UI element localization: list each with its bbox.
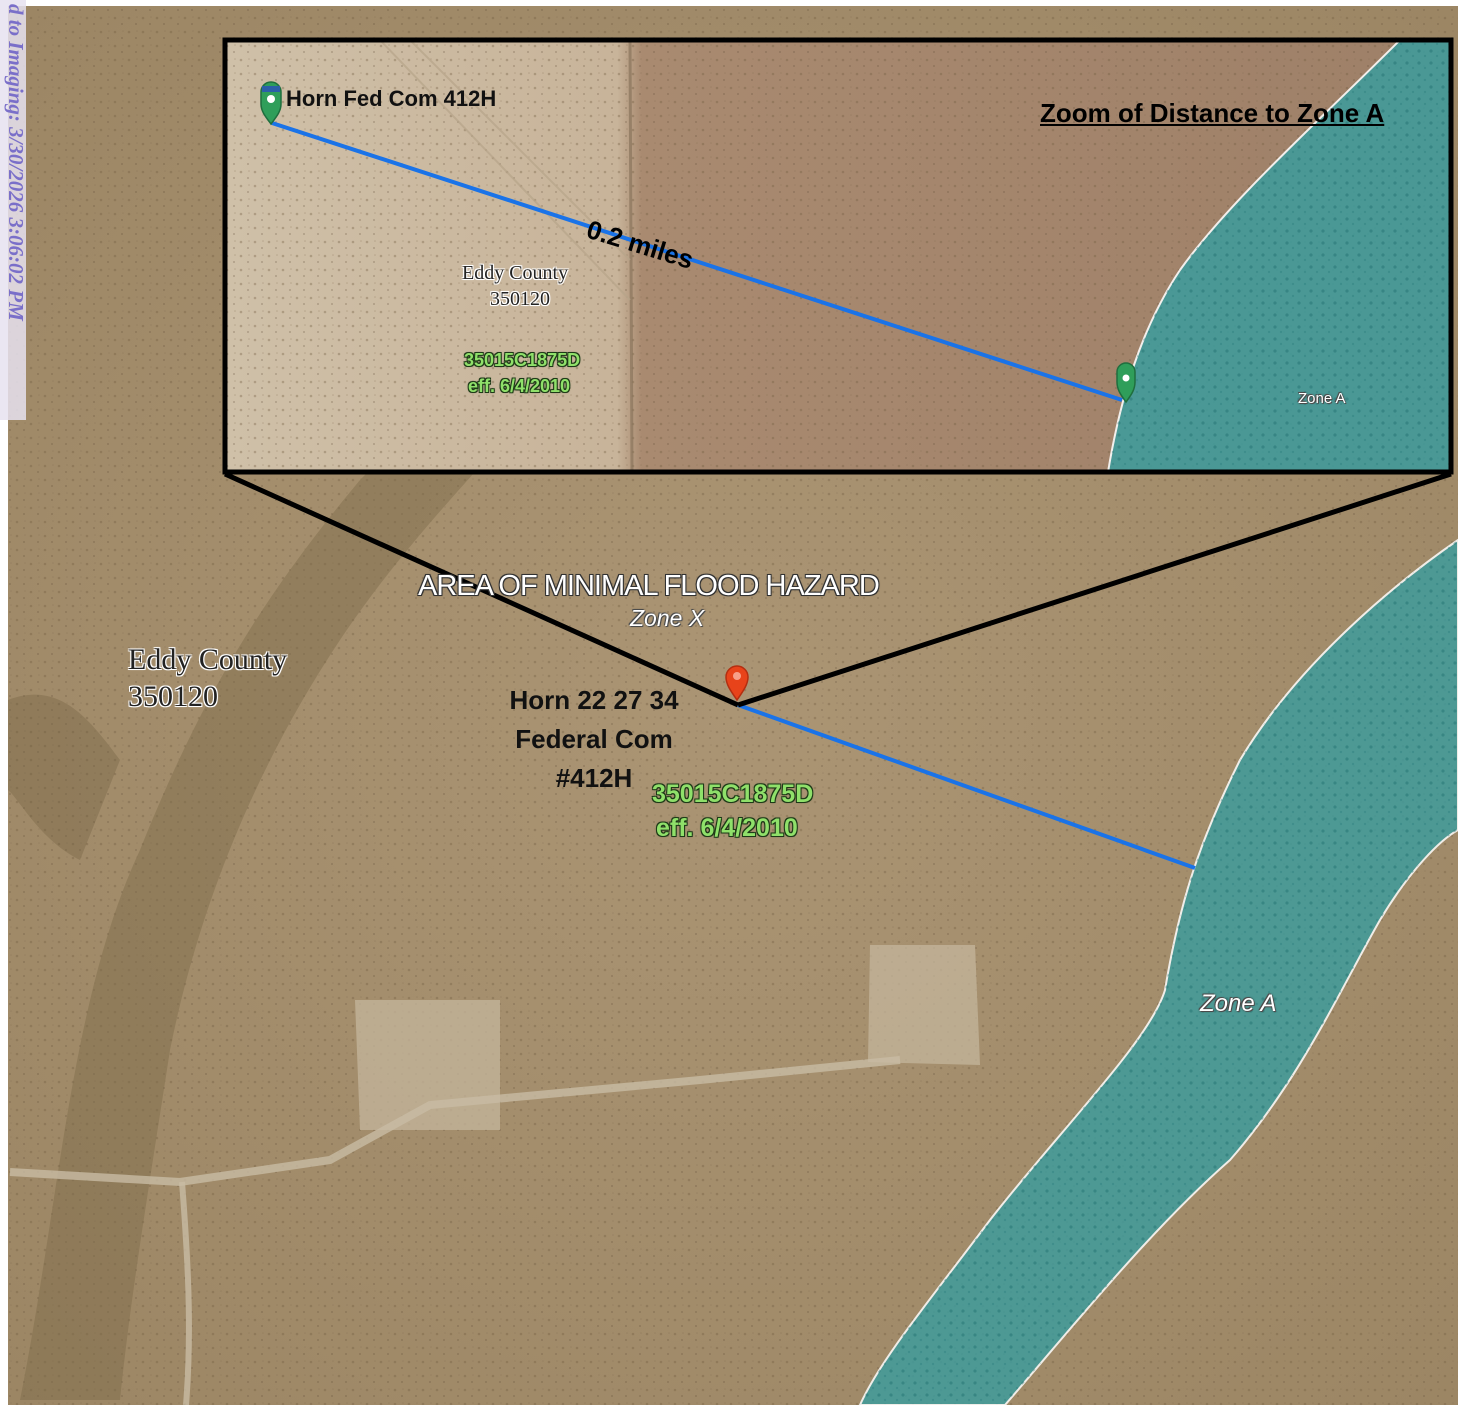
well-name-line1: Horn 22 27 34 — [509, 685, 679, 715]
map-pin-icon[interactable] — [725, 665, 749, 702]
hazard-area-label: AREA OF MINIMAL FLOOD HAZARD — [418, 570, 880, 602]
callout-line-left — [223, 471, 740, 708]
inset-zone-a-label: Zone A — [1298, 390, 1346, 407]
inset-zone-a-texture — [1108, 40, 1451, 472]
vegetation-band — [20, 330, 600, 1400]
inset-county-code: 350120 — [490, 288, 550, 310]
well-name-line2: Federal Com — [515, 724, 673, 754]
inset-track — [409, 40, 631, 261]
inset-border — [222, 37, 1454, 475]
lease-road — [179, 1181, 192, 1405]
main-panel-date: eff. 6/4/2010 — [656, 814, 798, 842]
imaging-stamp-text: d to Imaging: 3/30/2026 3:06:02 PM — [4, 4, 26, 321]
inset-county-name: Eddy County — [462, 262, 569, 284]
inset-title: Zoom of Distance to Zone A — [1040, 98, 1385, 128]
main-zone-a-label: Zone A — [1200, 990, 1277, 1017]
inset-fence-line — [628, 40, 634, 472]
inset-distance-line — [271, 121, 1123, 402]
well-pad — [355, 1000, 500, 1130]
main-county-name: Eddy County — [128, 643, 288, 676]
well-name-label: Horn 22 27 34 Federal Com #412H — [486, 681, 702, 798]
main-panel-id: 35015C1875D — [652, 780, 814, 808]
zone-x-label: Zone X — [630, 605, 705, 631]
zoom-inset — [225, 40, 1451, 472]
inset-well-label: Horn Fed Com 412H — [286, 86, 497, 111]
well-pad — [868, 945, 980, 1065]
map-pin-icon[interactable] — [260, 81, 282, 126]
callout-line-right — [737, 471, 1452, 708]
inset-panel-id: 35015C1875D — [464, 350, 581, 370]
main-county-code: 350120 — [128, 680, 218, 713]
zone-a-texture — [860, 540, 1458, 1405]
distance-measure-line — [737, 703, 1196, 870]
well-name-line3: #412H — [555, 763, 633, 793]
vegetation-patch — [8, 694, 120, 860]
imaging-stamp: d to Imaging: 3/30/2026 3:06:02 PM — [0, 0, 26, 420]
map-pin-icon[interactable] — [1116, 362, 1136, 404]
lease-road — [9, 1056, 901, 1187]
inset-panel-date: eff. 6/4/2010 — [468, 376, 571, 396]
inset-track — [379, 40, 631, 301]
